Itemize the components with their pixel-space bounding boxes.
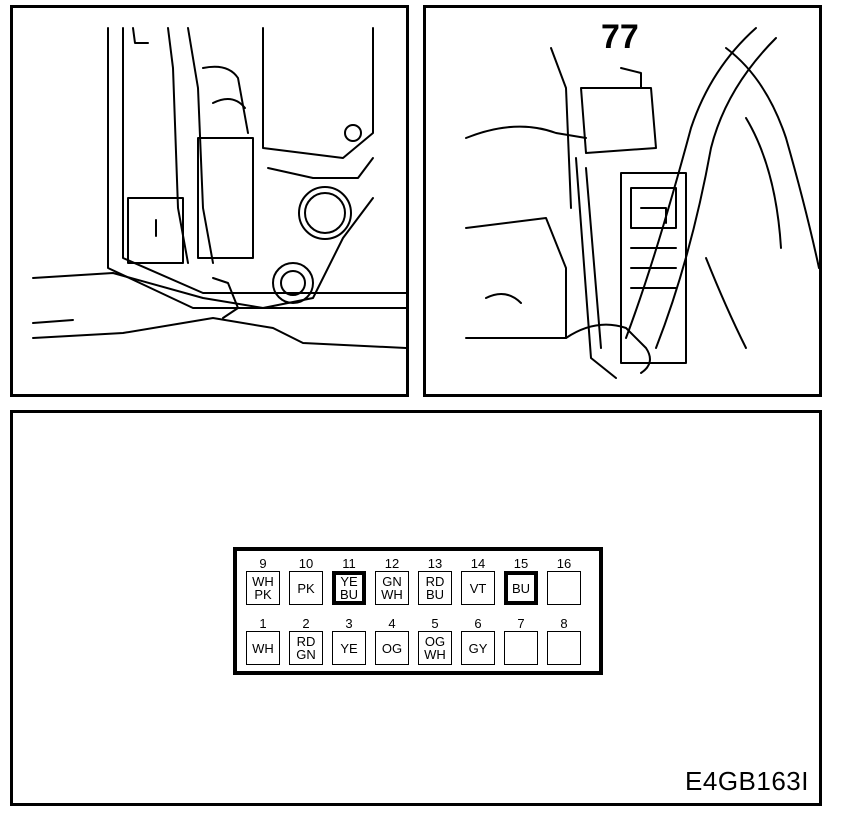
illustration-panel-left: [10, 5, 409, 397]
wire-color-code: GN: [382, 574, 402, 589]
pin-number: 10: [298, 556, 314, 571]
illustration-panel-right: 77: [423, 5, 822, 397]
pin-number: 9: [259, 556, 267, 571]
wire-color-code: GY: [468, 640, 488, 656]
wire-color-code: BU: [339, 587, 359, 602]
pin-number: 5: [431, 616, 439, 631]
pin-number: 3: [345, 616, 353, 631]
wire-color-code: BU: [511, 580, 531, 596]
pin-cavity: [547, 631, 581, 665]
figure-code: E4GB163I: [685, 766, 809, 796]
pin-cavity: WH: [246, 631, 280, 665]
pin-cavity: BU: [504, 571, 538, 605]
wire-color-code: GN: [296, 647, 316, 662]
pin-number: 13: [427, 556, 443, 571]
engine-bay-illustration: [32, 27, 406, 349]
connector-pin-16: 16: [546, 557, 582, 605]
wire-color-code: PK: [297, 580, 315, 596]
pin-number: 7: [517, 616, 525, 631]
pin-cavity: VT: [461, 571, 495, 605]
pin-number: 12: [384, 556, 400, 571]
pin-number: 8: [560, 616, 568, 631]
wire-color-code: WH: [252, 574, 274, 589]
wire-color-code: OG: [424, 634, 446, 649]
wire-color-code: YE: [340, 640, 358, 656]
pin-number: 11: [342, 556, 356, 571]
callout-number: 77: [601, 18, 639, 56]
wire-color-code: RD: [425, 574, 445, 589]
wire-color-code: WH: [381, 587, 403, 602]
pin-cavity: [547, 571, 581, 605]
connector-pin-7: 7: [503, 617, 539, 665]
pin-cavity: YE: [332, 631, 366, 665]
pin-number: 15: [513, 556, 529, 571]
pin-number: 6: [474, 616, 482, 631]
wire-color-code: WH: [252, 640, 274, 656]
connector-pin-8: 8: [546, 617, 582, 665]
pin-number: 14: [470, 556, 486, 571]
wire-color-code: OG: [381, 640, 403, 656]
wire-color-code: VT: [469, 580, 487, 596]
wire-color-code: WH: [424, 647, 446, 662]
wire-color-code: PK: [254, 587, 272, 602]
pin-cavity: [504, 631, 538, 665]
pin-number: 2: [302, 616, 310, 631]
wire-color-code: RD: [296, 634, 316, 649]
pin-cavity: OG: [375, 631, 409, 665]
pin-number: 16: [556, 556, 572, 571]
pin-cavity: PK: [289, 571, 323, 605]
pin-number: 1: [259, 616, 267, 631]
pin-cavity: GY: [461, 631, 495, 665]
connector-location-illustration: [465, 27, 819, 379]
wire-color-code: YE: [340, 574, 358, 589]
wire-color-code: BU: [425, 587, 445, 602]
pin-number: 4: [388, 616, 396, 631]
